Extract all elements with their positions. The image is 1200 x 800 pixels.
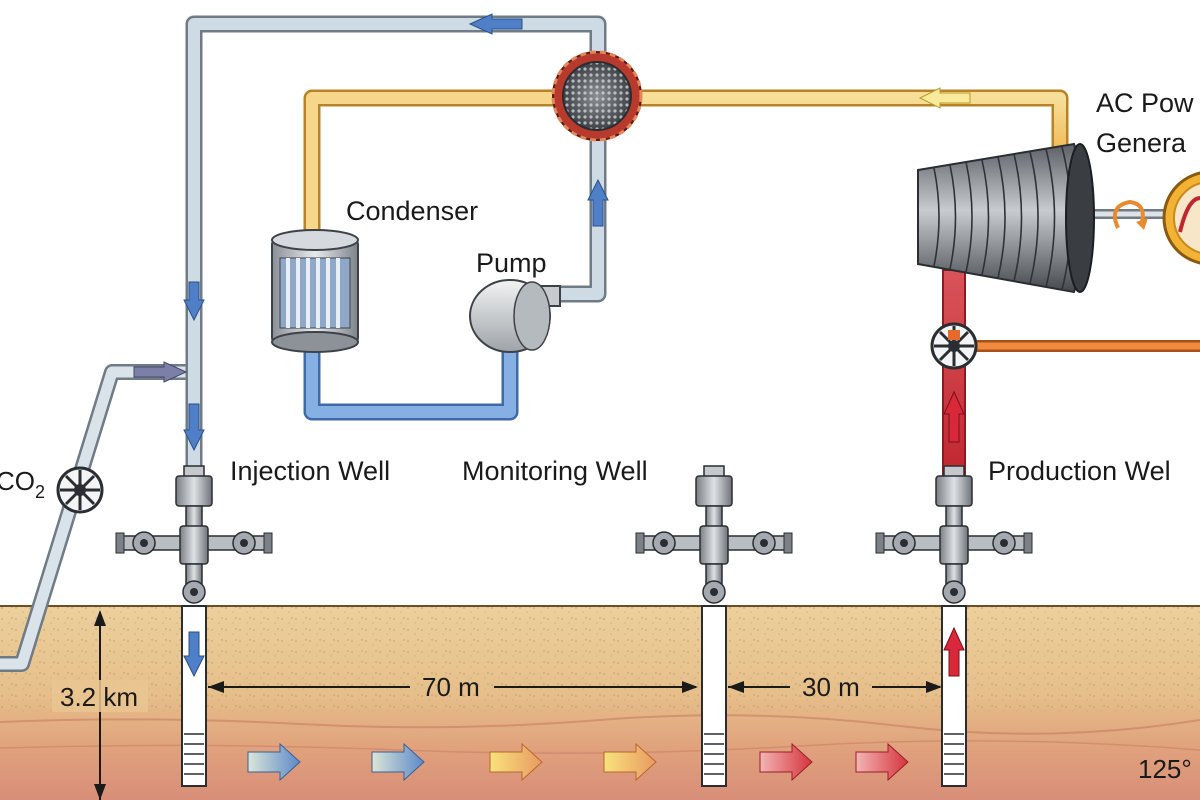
well-casing [701, 605, 727, 787]
heat-exchanger-icon [551, 50, 643, 142]
warm-loop-pipe [303, 89, 1069, 236]
reservoir-arrow-3 [489, 742, 543, 782]
wellhead-right-flange [263, 532, 273, 554]
co2-label-main: CO [0, 466, 35, 496]
wellhead-side-valve-hub [140, 539, 148, 547]
wellhead-right-flange [1023, 532, 1033, 554]
reservoir-arrow-2 [371, 742, 425, 782]
reservoir-flow-arrows [247, 742, 909, 782]
co2-valve-icon [56, 466, 104, 514]
wellhead-side-valve-hub [760, 539, 768, 547]
wellhead-side-valve-hub [1000, 539, 1008, 547]
cool-loop-pipe [303, 340, 519, 421]
pipe-flow-arrows [133, 13, 971, 452]
dimension-30m [728, 681, 942, 693]
wellhead-cross [179, 525, 209, 565]
wellhead-cross [939, 525, 969, 565]
condenser-label: Condenser [346, 196, 478, 226]
pump-label: Pump [476, 248, 547, 278]
flow-arrow-up-hot [943, 390, 965, 443]
wellhead-side-valve-hub [900, 539, 908, 547]
flow-arrow-down-1 [183, 281, 205, 322]
turbine-icon [917, 142, 1095, 294]
wellhead-master-valve-hub [710, 588, 718, 596]
ac-power-label-line1: AC Pow [1096, 88, 1194, 118]
co2-label-subscript: 2 [35, 482, 45, 502]
dimension-depth [52, 610, 148, 800]
wellhead-neck [705, 505, 723, 529]
reservoir-arrow-4 [603, 742, 657, 782]
reservoir-arrow-6 [855, 742, 909, 782]
production-valve-icon [930, 322, 978, 370]
reservoir-arrow-1 [247, 742, 301, 782]
wellhead-right-flange [783, 532, 793, 554]
temperature-label: 125° [1138, 754, 1192, 784]
reservoir-arrow-5 [759, 742, 813, 782]
flow-arrow-right-co2 [133, 361, 188, 383]
depth-label: 3.2 km [60, 682, 138, 712]
flow-arrow-left-warm [918, 87, 971, 109]
ac-power-label-line2: Genera [1096, 128, 1187, 158]
wellhead-left-flange [635, 532, 645, 554]
wellhead-neck [185, 505, 203, 529]
wellhead-upper-body [695, 475, 733, 507]
ground-texture [0, 606, 1200, 716]
injection-down-arrow [183, 631, 205, 678]
wellhead-upper-body [935, 475, 973, 507]
pump-icon [469, 279, 561, 353]
wellhead-cross [699, 525, 729, 565]
wellhead-master-valve-hub [190, 588, 198, 596]
distance-30m-label: 30 m [802, 672, 860, 702]
wellhead-left-flange [115, 532, 125, 554]
injection-well-label: Injection Well [230, 456, 390, 486]
flow-arrow-left [468, 13, 523, 35]
well-casing [941, 605, 967, 787]
hot-production-pipe [942, 269, 966, 483]
monitoring-wellhead-icon [635, 465, 793, 787]
production-up-arrow [943, 626, 965, 677]
condenser-icon [271, 229, 359, 353]
wellhead-master-valve-hub [950, 588, 958, 596]
ground [0, 605, 1200, 800]
distance-70m-label: 70 m [422, 672, 480, 702]
production-well-label: Production Wel [988, 456, 1171, 486]
flow-arrow-up [587, 178, 609, 227]
flow-arrow-down-2 [183, 403, 205, 452]
monitoring-well-label: Monitoring Well [462, 456, 648, 486]
rotation-arrow-icon [1113, 199, 1145, 229]
wellhead-side-valve-hub [240, 539, 248, 547]
wellhead-upper-body [175, 475, 213, 507]
wellhead-left-flange [875, 532, 885, 554]
injection-wellhead-icon [115, 465, 273, 787]
co2-label: CO2 [0, 466, 45, 502]
wellhead-neck [945, 505, 963, 529]
generator-icon [1162, 171, 1200, 265]
wellhead-side-valve-hub [660, 539, 668, 547]
production-wellhead-icon [875, 465, 1033, 787]
dimension-70m [208, 681, 698, 693]
rotation-arrowhead-icon [1136, 218, 1148, 230]
